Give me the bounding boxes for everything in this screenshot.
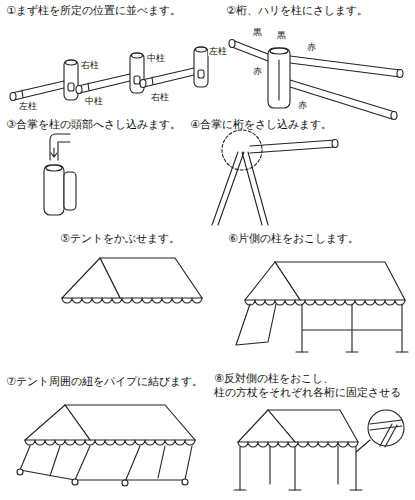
part-name: 左柱: [208, 46, 228, 56]
step-caption: ⑤テントをかぶせます。: [60, 232, 180, 246]
tent-half-raised: [236, 262, 408, 352]
step-caption: ①まず柱を所定の位置に並べます。: [6, 4, 181, 18]
color-mark: 赤: [252, 66, 263, 76]
part-name: 中柱: [84, 96, 104, 106]
beam-joint: [229, 40, 403, 120]
column-head: [140, 47, 208, 88]
color-mark: 赤: [297, 100, 308, 110]
rafter-beam: [212, 130, 338, 225]
color-mark: 黒: [276, 30, 287, 40]
step-caption: ⑧反対側の柱をおこし、 柱の方杖をそれぞれ各桁に固定させる: [214, 372, 410, 401]
step-caption: ⑥片側の柱をおこします。: [228, 232, 359, 246]
step-caption: ⑦テント周囲の紐をパイプに結びます。: [6, 375, 203, 389]
rafter-insert: [44, 134, 76, 215]
tent-tied: [17, 405, 195, 486]
column-head: [76, 53, 144, 94]
column-head: [10, 60, 78, 101]
part-name: 右柱: [150, 92, 170, 102]
tent-raised: [234, 410, 404, 490]
color-mark: 赤: [306, 42, 317, 52]
step-caption: ②桁、ハリを柱にさします。: [226, 4, 368, 18]
color-mark: 黒: [252, 27, 263, 37]
tent-cover: [62, 258, 202, 303]
part-name: 右柱: [80, 60, 100, 70]
step-caption: ③合掌を柱の頭部へさし込みます。: [6, 118, 181, 132]
part-name: 左柱: [18, 101, 38, 111]
part-name: 中柱: [146, 53, 166, 63]
step-caption: ④合掌に桁をさし込みます。: [190, 118, 332, 132]
